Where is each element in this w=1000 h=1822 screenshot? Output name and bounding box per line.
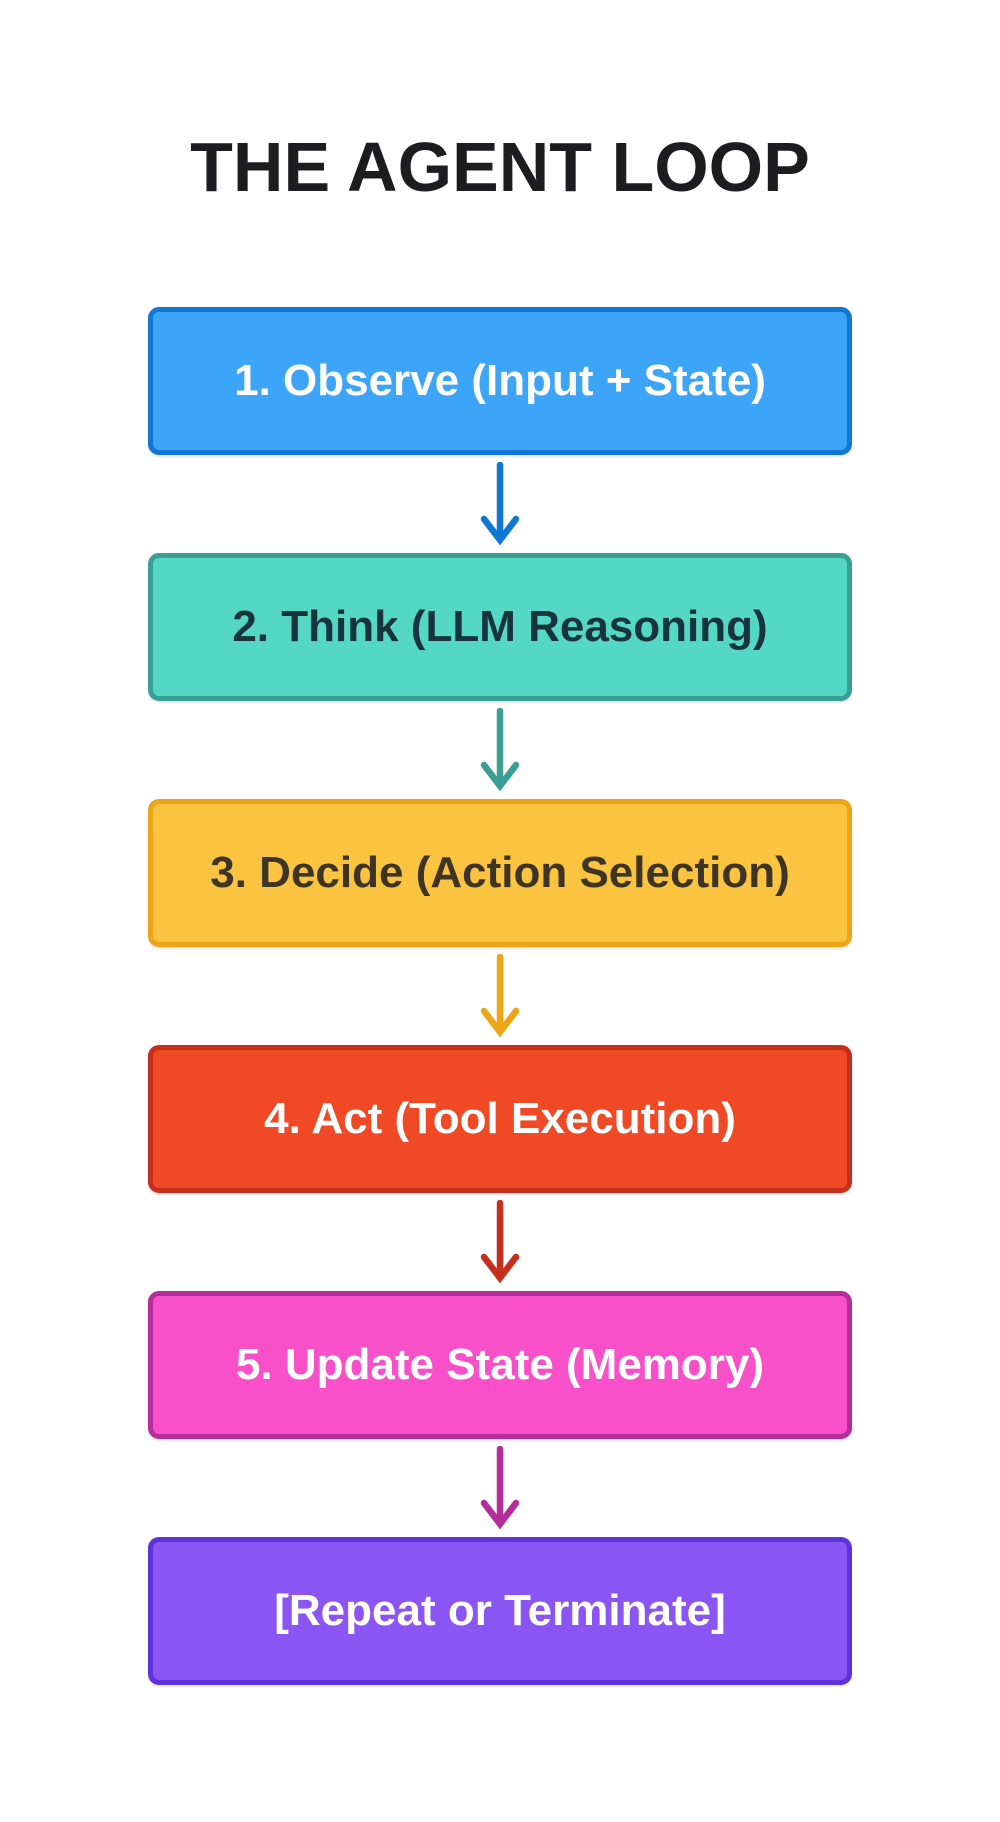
down-arrow-icon <box>480 708 520 792</box>
down-arrow-icon <box>480 954 520 1038</box>
flow-step-box: 2. Think (LLM Reasoning) <box>148 553 852 701</box>
flow-step-box: 3. Decide (Action Selection) <box>148 799 852 947</box>
down-arrow-icon <box>480 1200 520 1284</box>
flow-step-label: 2. Think (LLM Reasoning) <box>232 602 768 651</box>
down-arrow-icon <box>480 462 520 546</box>
flow-container: 1. Observe (Input + State) 2. Think (LLM… <box>0 307 1000 1685</box>
flow-step-label: 1. Observe (Input + State) <box>234 356 766 405</box>
flow-step-label: 4. Act (Tool Execution) <box>264 1094 736 1143</box>
diagram-title: THE AGENT LOOP <box>190 128 810 206</box>
flow-step-label: [Repeat or Terminate] <box>274 1586 726 1635</box>
flow-step-box: 4. Act (Tool Execution) <box>148 1045 852 1193</box>
down-arrow-icon <box>480 1446 520 1530</box>
flow-step-box: [Repeat or Terminate] <box>148 1537 852 1685</box>
flow-step-box: 1. Observe (Input + State) <box>148 307 852 455</box>
flow-step-label: 5. Update State (Memory) <box>235 1340 765 1389</box>
flow-step-label: 3. Decide (Action Selection) <box>210 848 790 897</box>
flow-step-box: 5. Update State (Memory) <box>148 1291 852 1439</box>
